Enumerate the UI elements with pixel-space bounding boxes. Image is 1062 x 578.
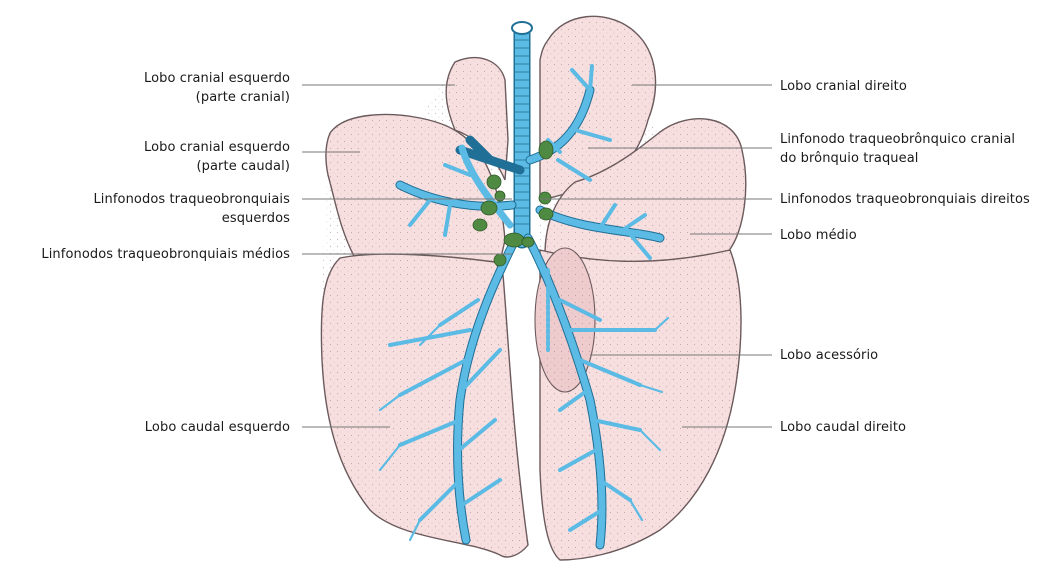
left-lung xyxy=(320,58,530,560)
label-line: Linfonodo traqueobrônquico cranial xyxy=(780,130,1060,149)
label-line: esquerdos xyxy=(20,209,290,228)
label-linfonodo-traqueobronquico-cranial: Linfonodo traqueobrônquico cranial do br… xyxy=(780,130,1060,168)
label-line: Lobo caudal esquerdo xyxy=(60,418,290,437)
label-lobo-acessorio: Lobo acessório xyxy=(780,346,1055,365)
lymph-node-right-1 xyxy=(539,192,551,204)
label-lobo-cranial-esquerdo-parte-caudal: Lobo cranial esquerdo (parte caudal) xyxy=(60,138,290,176)
trachea-opening xyxy=(512,22,532,34)
label-lobo-medio: Lobo médio xyxy=(780,226,1055,245)
label-line: Linfonodos traqueobronquiais xyxy=(20,190,290,209)
label-lobo-caudal-direito: Lobo caudal direito xyxy=(780,418,1055,437)
label-line: Lobo cranial esquerdo xyxy=(60,69,290,88)
right-lung xyxy=(535,10,751,565)
label-linfonodos-traqueobronquiais-direitos: Linfonodos traqueobronquiais direitos xyxy=(780,190,1062,209)
lymph-node-right-2 xyxy=(539,208,553,220)
label-line: Lobo cranial direito xyxy=(780,77,1055,96)
label-line: Lobo médio xyxy=(780,226,1055,245)
label-line: Lobo acessório xyxy=(780,346,1055,365)
label-line: (parte caudal) xyxy=(60,157,290,176)
label-linfonodos-traqueobronquiais-esquerdos: Linfonodos traqueobronquiais esquerdos xyxy=(20,190,290,228)
label-line: do brônquio traqueal xyxy=(780,149,1060,168)
label-line: (parte cranial) xyxy=(60,88,290,107)
label-lobo-cranial-direito: Lobo cranial direito xyxy=(780,77,1055,96)
label-line: Linfonodos traqueobronquiais médios xyxy=(0,245,290,264)
lymph-node-middle-3 xyxy=(522,237,534,247)
lymph-node-left-1 xyxy=(487,175,501,189)
lymph-node-left-2 xyxy=(481,201,497,215)
lymph-node-cranial xyxy=(539,141,553,159)
label-linfonodos-traqueobronquiais-medios: Linfonodos traqueobronquiais médios xyxy=(0,245,290,264)
lymph-node-middle-1 xyxy=(504,233,524,247)
lymph-node-middle-2 xyxy=(494,254,506,266)
label-lobo-cranial-esquerdo-parte-cranial: Lobo cranial esquerdo (parte cranial) xyxy=(60,69,290,107)
label-line: Linfonodos traqueobronquiais direitos xyxy=(780,190,1062,209)
label-line: Lobo cranial esquerdo xyxy=(60,138,290,157)
label-lobo-caudal-esquerdo: Lobo caudal esquerdo xyxy=(60,418,290,437)
lymph-node-left-3 xyxy=(473,219,487,231)
label-line: Lobo caudal direito xyxy=(780,418,1055,437)
